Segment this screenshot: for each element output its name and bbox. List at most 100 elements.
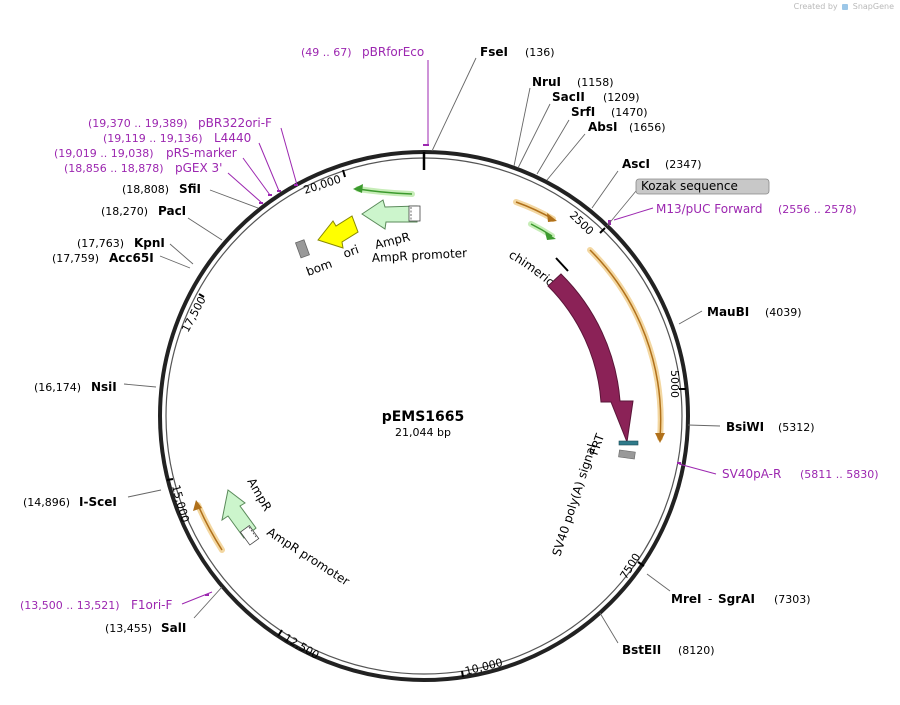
enzyme-paci[interactable]: (18,270) PacI [101, 204, 186, 218]
enzyme-sali[interactable]: (13,455) SalI [105, 621, 186, 635]
primer-range: (19,370 .. 19,389) [88, 117, 188, 130]
enzyme-position: (17,763) [77, 237, 124, 250]
tick-label: 5000 [668, 370, 681, 398]
ori-label: ori [341, 242, 360, 260]
primer-name: pRS-marker [166, 146, 237, 160]
enzyme-srfi[interactable]: SrfI (1470) [571, 105, 648, 119]
plasmid-name: pEMS1665 [382, 409, 465, 425]
enzyme-bsiwi[interactable]: BsiWI (5312) [726, 420, 815, 434]
enzyme-name: FseI [480, 45, 508, 59]
enzyme-name: KpnI [134, 236, 165, 250]
bom-feature[interactable]: bom [294, 239, 335, 279]
primer-name: pBR322ori-F [198, 116, 272, 130]
tick-label: 12,500 [282, 631, 322, 662]
primer-name: M13/pUC Forward [656, 202, 763, 216]
ampr-promoter-top-label: AmpR promoter [371, 246, 467, 265]
primer-f1ori-f[interactable]: (13,500 .. 13,521) F1ori-F [20, 598, 172, 612]
snapgene-watermark: Created by SnapGene [794, 2, 894, 11]
ori-arrow [317, 215, 359, 249]
primer-pgex3[interactable]: (18,856 .. 18,878) pGEX 3' [64, 161, 222, 175]
enzyme-nsii[interactable]: (16,174) NsiI [34, 380, 117, 394]
enzyme-position: (1470) [611, 106, 648, 119]
enzyme-position: (136) [525, 46, 555, 59]
enzyme-position: (14,896) [23, 496, 70, 509]
enzyme-name: SalI [161, 621, 186, 635]
tick-label: 15,000 [169, 483, 192, 524]
enzyme-kpni[interactable]: (17,763) KpnI [77, 236, 165, 250]
primer-range: (18,856 .. 18,878) [64, 162, 164, 175]
primer-name: SV40pA-R [722, 467, 781, 481]
primer-range: (19,119 .. 19,136) [103, 132, 203, 145]
primer-sv40pa-r[interactable]: SV40pA-R (5811 .. 5830) [722, 467, 879, 481]
snapgene-logo-icon [842, 4, 849, 10]
enzyme-mrei-sgrai[interactable]: MreI - SgrAI (7303) [671, 592, 811, 606]
primer-pbrforeco[interactable]: (49 .. 67) pBRforEco [301, 45, 424, 59]
primer-prs-marker[interactable]: (19,019 .. 19,038) pRS-marker [54, 146, 237, 160]
enzyme-position: (2347) [665, 158, 702, 171]
sv40-label: SV40 poly(A) signal [550, 442, 600, 558]
enzyme-asci[interactable]: AscI (2347) [622, 157, 702, 171]
tick-15000: 15,000 [166, 478, 192, 524]
primer-m13-puc-forward[interactable]: M13/pUC Forward (2556 .. 2578) [656, 202, 857, 216]
ampr-promoter-bottom-label: AmpR promoter [264, 525, 352, 589]
enzyme-position: (18,270) [101, 205, 148, 218]
enzyme-name: I-SceI [79, 495, 117, 509]
tick-label: 20,000 [302, 173, 343, 197]
enzyme-labels: FseI (136) NruI (1158) SacII (1209) SrfI… [23, 45, 815, 657]
enzyme-sacii[interactable]: SacII (1209) [552, 90, 640, 104]
primer-pbr322ori-f[interactable]: (19,370 .. 19,389) pBR322ori-F [88, 116, 272, 130]
kozak-feature[interactable]: Kozak sequence [606, 178, 770, 227]
enzyme-name: PacI [158, 204, 186, 218]
enzyme-position: (8120) [678, 644, 715, 657]
enzyme-fsei[interactable]: FseI (136) [480, 45, 555, 59]
primer-leaders [181, 60, 717, 605]
enzyme-name: SfiI [179, 182, 201, 196]
primer-name: pBRforEco [362, 45, 424, 59]
ampr-bottom-label: AmpR [244, 476, 274, 514]
lacz-feature[interactable]: lacZ [547, 273, 634, 444]
enzyme-acc65i[interactable]: (17,759) Acc65I [52, 251, 154, 265]
primer-range: (2556 .. 2578) [778, 203, 857, 216]
tick-17500: 17,500 [179, 293, 209, 334]
primer-name: F1ori-F [131, 598, 172, 612]
enzyme-name: MreI [671, 592, 701, 606]
primer-range: (13,500 .. 13,521) [20, 599, 120, 612]
enzyme-position: (16,174) [34, 381, 81, 394]
enzyme-name: AscI [622, 157, 650, 171]
tick-5000: 5000 [668, 370, 686, 398]
enzyme-leaders [123, 57, 721, 644]
watermark-prefix: Created by [793, 2, 838, 11]
ori-feature[interactable]: ori [317, 215, 361, 261]
enzyme-separator: - [708, 592, 712, 606]
enzyme-position: (18,808) [122, 183, 169, 196]
primer-l4440[interactable]: (19,119 .. 19,136) L4440 [103, 131, 251, 145]
enzyme-position: (1209) [603, 91, 640, 104]
plasmid-size: 21,044 bp [395, 426, 451, 439]
enzyme-sfii[interactable]: (18,808) SfiI [122, 182, 201, 196]
enzyme-nrui[interactable]: NruI (1158) [532, 75, 614, 89]
enzyme-position: (13,455) [105, 622, 152, 635]
enzyme-position: (5312) [778, 421, 815, 434]
watermark-brand: SnapGene [852, 2, 894, 11]
enzyme-i-scei[interactable]: (14,896) I-SceI [23, 495, 117, 509]
primer-name: L4440 [214, 131, 251, 145]
enzyme-name: NruI [532, 75, 561, 89]
enzyme-name: SacII [552, 90, 585, 104]
ampr-top-feature[interactable]: AmpR AmpR promoter [353, 184, 467, 265]
enzyme-name: Acc65I [109, 251, 154, 265]
enzyme-name: SrfI [571, 105, 595, 119]
ampr-bottom-feature[interactable]: AmpR AmpR promoter [193, 476, 352, 589]
primer-labels: (49 .. 67) pBRforEco (19,370 .. 19,389) … [20, 45, 879, 612]
bom-label: bom [304, 257, 334, 279]
primer-range: (19,019 .. 19,038) [54, 147, 154, 160]
enzyme-position: (17,759) [52, 252, 99, 265]
enzyme-absi[interactable]: AbsI (1656) [588, 120, 666, 134]
kozak-label: Kozak sequence [641, 179, 738, 193]
enzyme-name: BstEII [622, 643, 661, 657]
sv40-feature[interactable]: SV40 poly(A) signal [550, 442, 636, 558]
enzyme-bsteii[interactable]: BstEII (8120) [622, 643, 715, 657]
enzyme-name: BsiWI [726, 420, 764, 434]
enzyme-name: SgrAI [718, 592, 755, 606]
enzyme-maubi[interactable]: MauBI (4039) [707, 305, 802, 319]
